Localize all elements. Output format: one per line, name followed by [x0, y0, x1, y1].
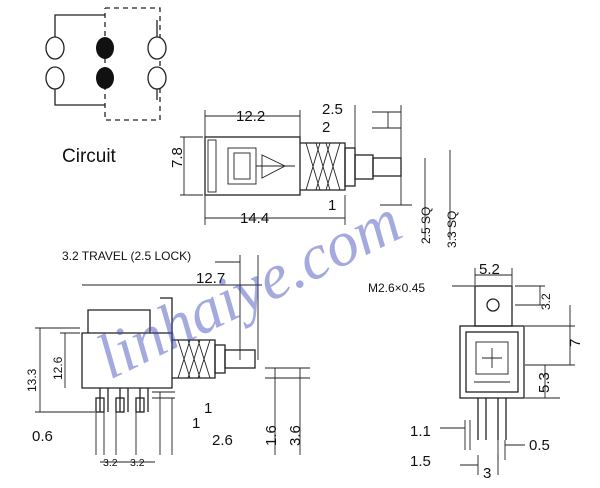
dim-13-3: 13.3 — [25, 368, 39, 392]
circuit-contact-open — [45, 36, 65, 60]
dim-14-4: 14.4 — [240, 210, 269, 227]
dim-5-2: 5.2 — [479, 261, 500, 278]
travel-note: 3.2 TRAVEL (2.5 LOCK) — [62, 249, 191, 263]
dim-3-6: 3.6 — [287, 425, 304, 446]
dim-3-2b: 3.2 — [130, 457, 145, 469]
dim-12-2: 12.2 — [236, 108, 265, 125]
dim-1-5: 1.5 — [410, 453, 431, 470]
dim-3-3-sq: 3.3 SQ — [445, 211, 459, 248]
side-view-body — [81, 332, 173, 389]
top-view: 12.2 2.5 2 7.8 14.4 1 2.5 SQ 3.3 SQ — [169, 101, 459, 248]
front-view-body — [459, 325, 525, 399]
side-view: 3.2 TRAVEL (2.5 LOCK) 12.7 13.3 12.6 1 1… — [25, 249, 310, 469]
dim-0-5: 0.5 — [529, 437, 550, 454]
dim-1b: 1 — [192, 415, 200, 432]
dim-2: 2 — [322, 119, 330, 136]
dim-1-1: 1.1 — [410, 423, 431, 440]
dim-1a: 1 — [204, 400, 212, 417]
top-view-body — [204, 136, 301, 196]
dim-1-6: 1.6 — [263, 425, 280, 446]
front-view: M2.6×0.45 5.2 3.2 7 5.3 1.1 0.5 1.5 3 — [368, 261, 584, 482]
circuit-dashed-box — [104, 7, 161, 121]
dim-3: 3 — [483, 465, 491, 482]
dim-1: 1 — [328, 197, 336, 214]
dim-3-2: 3.2 — [539, 293, 553, 310]
dim-2-6: 2.6 — [212, 432, 233, 449]
circuit-label: Circuit — [62, 146, 117, 167]
thread-spec: M2.6×0.45 — [368, 281, 425, 295]
circuit-contact-closed — [96, 37, 114, 59]
dim-2-5-sq: 2.5 SQ — [419, 207, 433, 244]
dim-3-2a: 3.2 — [103, 457, 118, 469]
front-mount-plate — [474, 285, 513, 327]
dim-7-8: 7.8 — [169, 147, 186, 168]
mount-hole — [486, 298, 500, 312]
circuit-contact-open — [45, 66, 65, 90]
dim-12-7: 12.7 — [196, 270, 225, 287]
dim-2-5: 2.5 — [322, 101, 343, 118]
dim-12-6: 12.6 — [51, 356, 65, 380]
circuit-wire-top — [54, 14, 105, 38]
dim-5-3: 5.3 — [536, 372, 553, 393]
circuit-contact-closed — [96, 67, 114, 89]
circuit-contact-open — [147, 66, 167, 90]
circuit-diagram: Circuit — [45, 7, 167, 167]
dim-0-6: 0.6 — [32, 428, 53, 445]
circuit-contact-open — [147, 36, 167, 60]
circuit-wire-bottom — [54, 88, 105, 106]
dim-7: 7 — [567, 339, 584, 347]
